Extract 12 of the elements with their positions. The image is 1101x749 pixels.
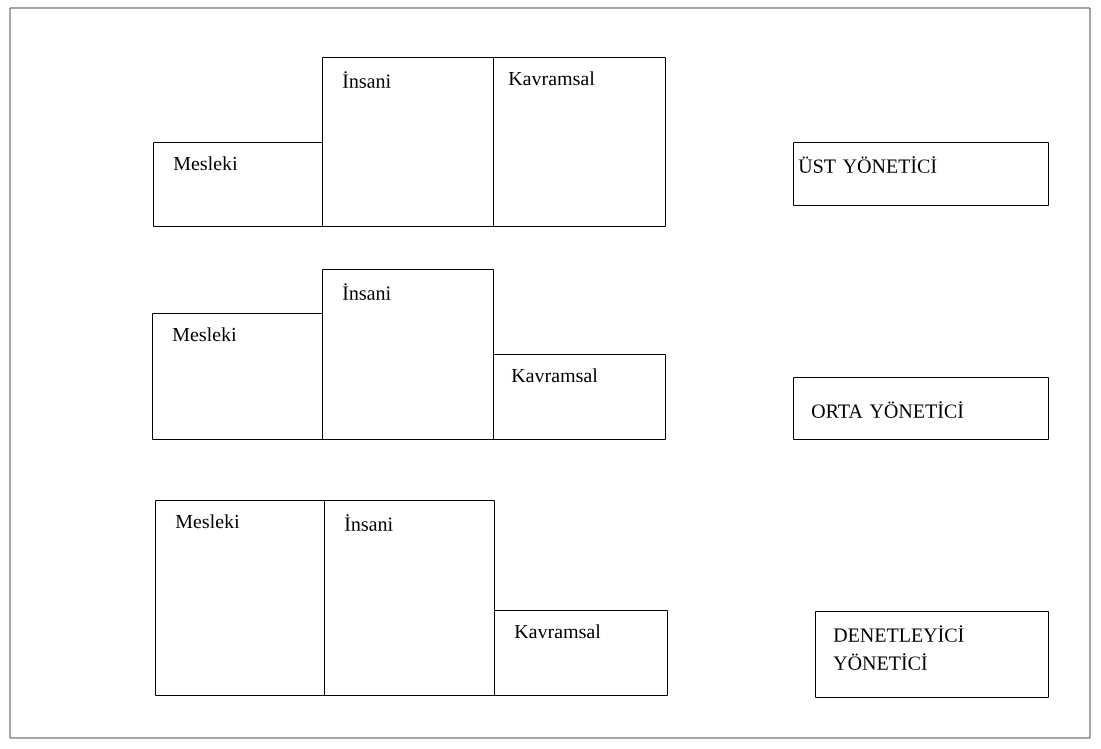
level-box: ÜST YÖNETİCİ bbox=[793, 142, 1049, 206]
skill-bar: Mesleki bbox=[152, 313, 323, 440]
level-box: ORTA YÖNETİCİ bbox=[793, 377, 1049, 440]
skill-bar: Kavramsal bbox=[494, 610, 668, 696]
skill-bar: Mesleki bbox=[153, 142, 323, 227]
skill-bar: İnsani bbox=[322, 269, 494, 440]
skill-bar: İnsani bbox=[324, 500, 495, 696]
skill-bar: Kavramsal bbox=[493, 57, 666, 227]
level-box: DENETLEYİCİ YÖNETİCİ bbox=[815, 611, 1049, 698]
skill-bar: Kavramsal bbox=[493, 354, 666, 440]
skill-bar: Mesleki bbox=[155, 500, 325, 696]
skill-bar: İnsani bbox=[322, 57, 494, 227]
